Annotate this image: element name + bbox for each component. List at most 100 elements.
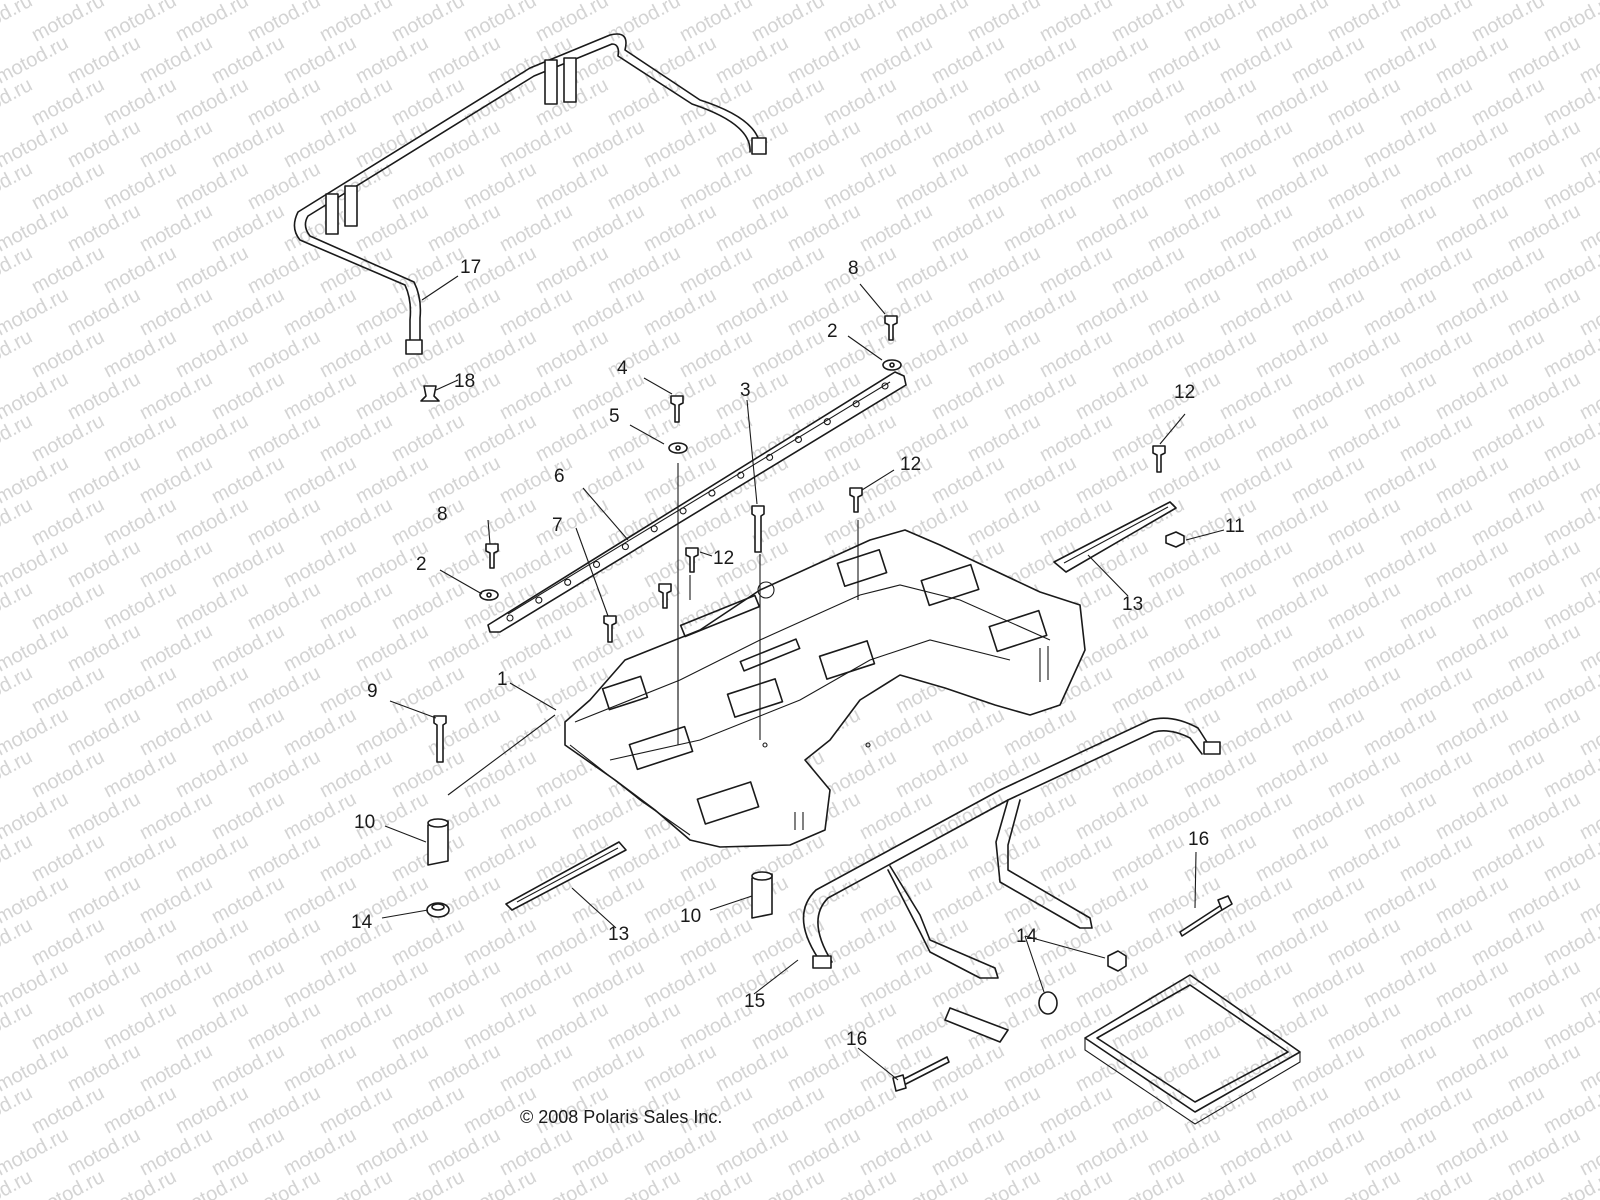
watermark-text: motod.ru — [748, 326, 828, 382]
callout-1: 1 — [497, 669, 508, 690]
watermark-text: motod.ru — [964, 242, 1044, 298]
watermark-text: motod.ru — [316, 830, 396, 886]
watermark-text: motod.ru — [64, 32, 144, 88]
watermark-text: motod.ru — [1072, 116, 1152, 172]
watermark-text: motod.ru — [532, 998, 612, 1054]
watermark-text: motod.ru — [1468, 578, 1548, 634]
watermark-text: motod.ru — [1288, 1124, 1368, 1180]
strip-hole — [823, 418, 831, 426]
callout-13-right: 13 — [1122, 594, 1143, 615]
watermark-text: motod.ru — [748, 1166, 828, 1200]
watermark-text: motod.ru — [1504, 452, 1584, 508]
watermark-text: motod.ru — [1180, 242, 1260, 298]
callout-2-left: 2 — [416, 554, 427, 575]
watermark-text: motod.ru — [244, 410, 324, 466]
watermark-text: motod.ru — [1180, 74, 1260, 130]
strip-hole — [794, 435, 803, 444]
callout-4: 4 — [617, 358, 628, 379]
watermark-text: motod.ru — [460, 746, 540, 802]
rack-base-frame — [1084, 974, 1301, 1125]
watermark-text: motod.ru — [1324, 578, 1404, 634]
watermark-text: motod.ru — [1504, 368, 1584, 424]
watermark-text: motod.ru — [1360, 536, 1440, 592]
watermark-text: motod.ru — [964, 158, 1044, 214]
watermark-text: motod.ru — [280, 956, 360, 1012]
watermark-text: motod.ru — [1180, 326, 1260, 382]
watermark-text: motod.ru — [640, 116, 720, 172]
watermark-text: motod.ru — [964, 0, 1044, 46]
watermark-text: motod.ru — [136, 788, 216, 844]
watermark-text: motod.ru — [1396, 578, 1476, 634]
watermark-text: motod.ru — [1360, 200, 1440, 256]
watermark-text: motod.ru — [1108, 326, 1188, 382]
watermark-text: motod.ru — [388, 494, 468, 550]
watermark-text: motod.ru — [1468, 998, 1548, 1054]
watermark-text: motod.ru — [892, 1166, 972, 1200]
watermark-text: motod.ru — [928, 956, 1008, 1012]
callout-10-bottom: 10 — [680, 906, 701, 927]
watermark-text: motod.ru — [172, 74, 252, 130]
watermark-text: motod.ru — [280, 116, 360, 172]
watermark-text: motod.ru — [1504, 704, 1584, 760]
watermark-text: motod.ru — [100, 578, 180, 634]
watermark-text: motod.ru — [424, 32, 504, 88]
watermark-text: motod.ru — [244, 1166, 324, 1200]
watermark-text: motod.ru — [1504, 200, 1584, 256]
watermark-text: motod.ru — [1504, 788, 1584, 844]
watermark-text: motod.ru — [64, 1040, 144, 1096]
watermark-text: motod.ru — [28, 662, 108, 718]
watermark-text: motod.ru — [244, 830, 324, 886]
watermark-text: motod.ru — [1144, 200, 1224, 256]
watermark-text: motod.ru — [64, 704, 144, 760]
watermark-text: motod.ru — [1288, 200, 1368, 256]
watermark-text: motod.ru — [352, 1124, 432, 1180]
watermark-text: motod.ru — [856, 452, 936, 508]
watermark-text: motod.ru — [1000, 284, 1080, 340]
watermark-text: motod.ru — [136, 368, 216, 424]
part-6-trim-strip — [487, 371, 907, 633]
watermark-text: motod.ru — [1036, 326, 1116, 382]
watermark-text: motod.ru — [1324, 242, 1404, 298]
watermark-text: motod.ru — [28, 326, 108, 382]
watermark-text: motod.ru — [1504, 1040, 1584, 1096]
watermark-text: motod.ru — [964, 410, 1044, 466]
part-13-right-strip — [1053, 501, 1177, 573]
callout-8-left: 8 — [437, 504, 448, 525]
watermark-text: motod.ru — [100, 242, 180, 298]
watermark-text: motod.ru — [856, 116, 936, 172]
watermark-text: motod.ru — [28, 242, 108, 298]
watermark-text: motod.ru — [64, 872, 144, 928]
watermark-text: motod.ru — [1252, 410, 1332, 466]
watermark-text: motod.ru — [1468, 410, 1548, 466]
watermark-text: motod.ru — [964, 1166, 1044, 1200]
watermark-text: motod.ru — [604, 998, 684, 1054]
watermark-text: motod.ru — [280, 788, 360, 844]
watermark-text: motod.ru — [1216, 116, 1296, 172]
watermark-text: motod.ru — [172, 242, 252, 298]
callout-5: 5 — [609, 406, 620, 427]
watermark-text: motod.ru — [1288, 1040, 1368, 1096]
watermark-text: motod.ru — [1180, 494, 1260, 550]
watermark-text: motod.ru — [1288, 956, 1368, 1012]
watermark-text: motod.ru — [964, 1082, 1044, 1138]
watermark-text: motod.ru — [1108, 158, 1188, 214]
watermark-text: motod.ru — [496, 284, 576, 340]
watermark-text: motod.ru — [388, 74, 468, 130]
watermark-text: motod.ru — [100, 158, 180, 214]
watermark-text: motod.ru — [1396, 326, 1476, 382]
watermark-text: motod.ru — [352, 32, 432, 88]
watermark-text: motod.ru — [388, 158, 468, 214]
watermark-text: motod.ru — [1288, 536, 1368, 592]
watermark-text: motod.ru — [676, 1166, 756, 1200]
watermark-text: motod.ru — [1000, 452, 1080, 508]
strip-hole — [766, 453, 774, 461]
watermark-text: motod.ru — [172, 410, 252, 466]
watermark-text: motod.ru — [100, 0, 180, 46]
watermark-text: motod.ru — [1324, 410, 1404, 466]
watermark-text: motod.ru — [316, 662, 396, 718]
callout-13-bottom: 13 — [608, 924, 629, 945]
watermark-text: motod.ru — [136, 1040, 216, 1096]
part-15-support-frame — [802, 717, 1221, 979]
watermark-text: motod.ru — [496, 1124, 576, 1180]
watermark-text: motod.ru — [28, 0, 108, 46]
